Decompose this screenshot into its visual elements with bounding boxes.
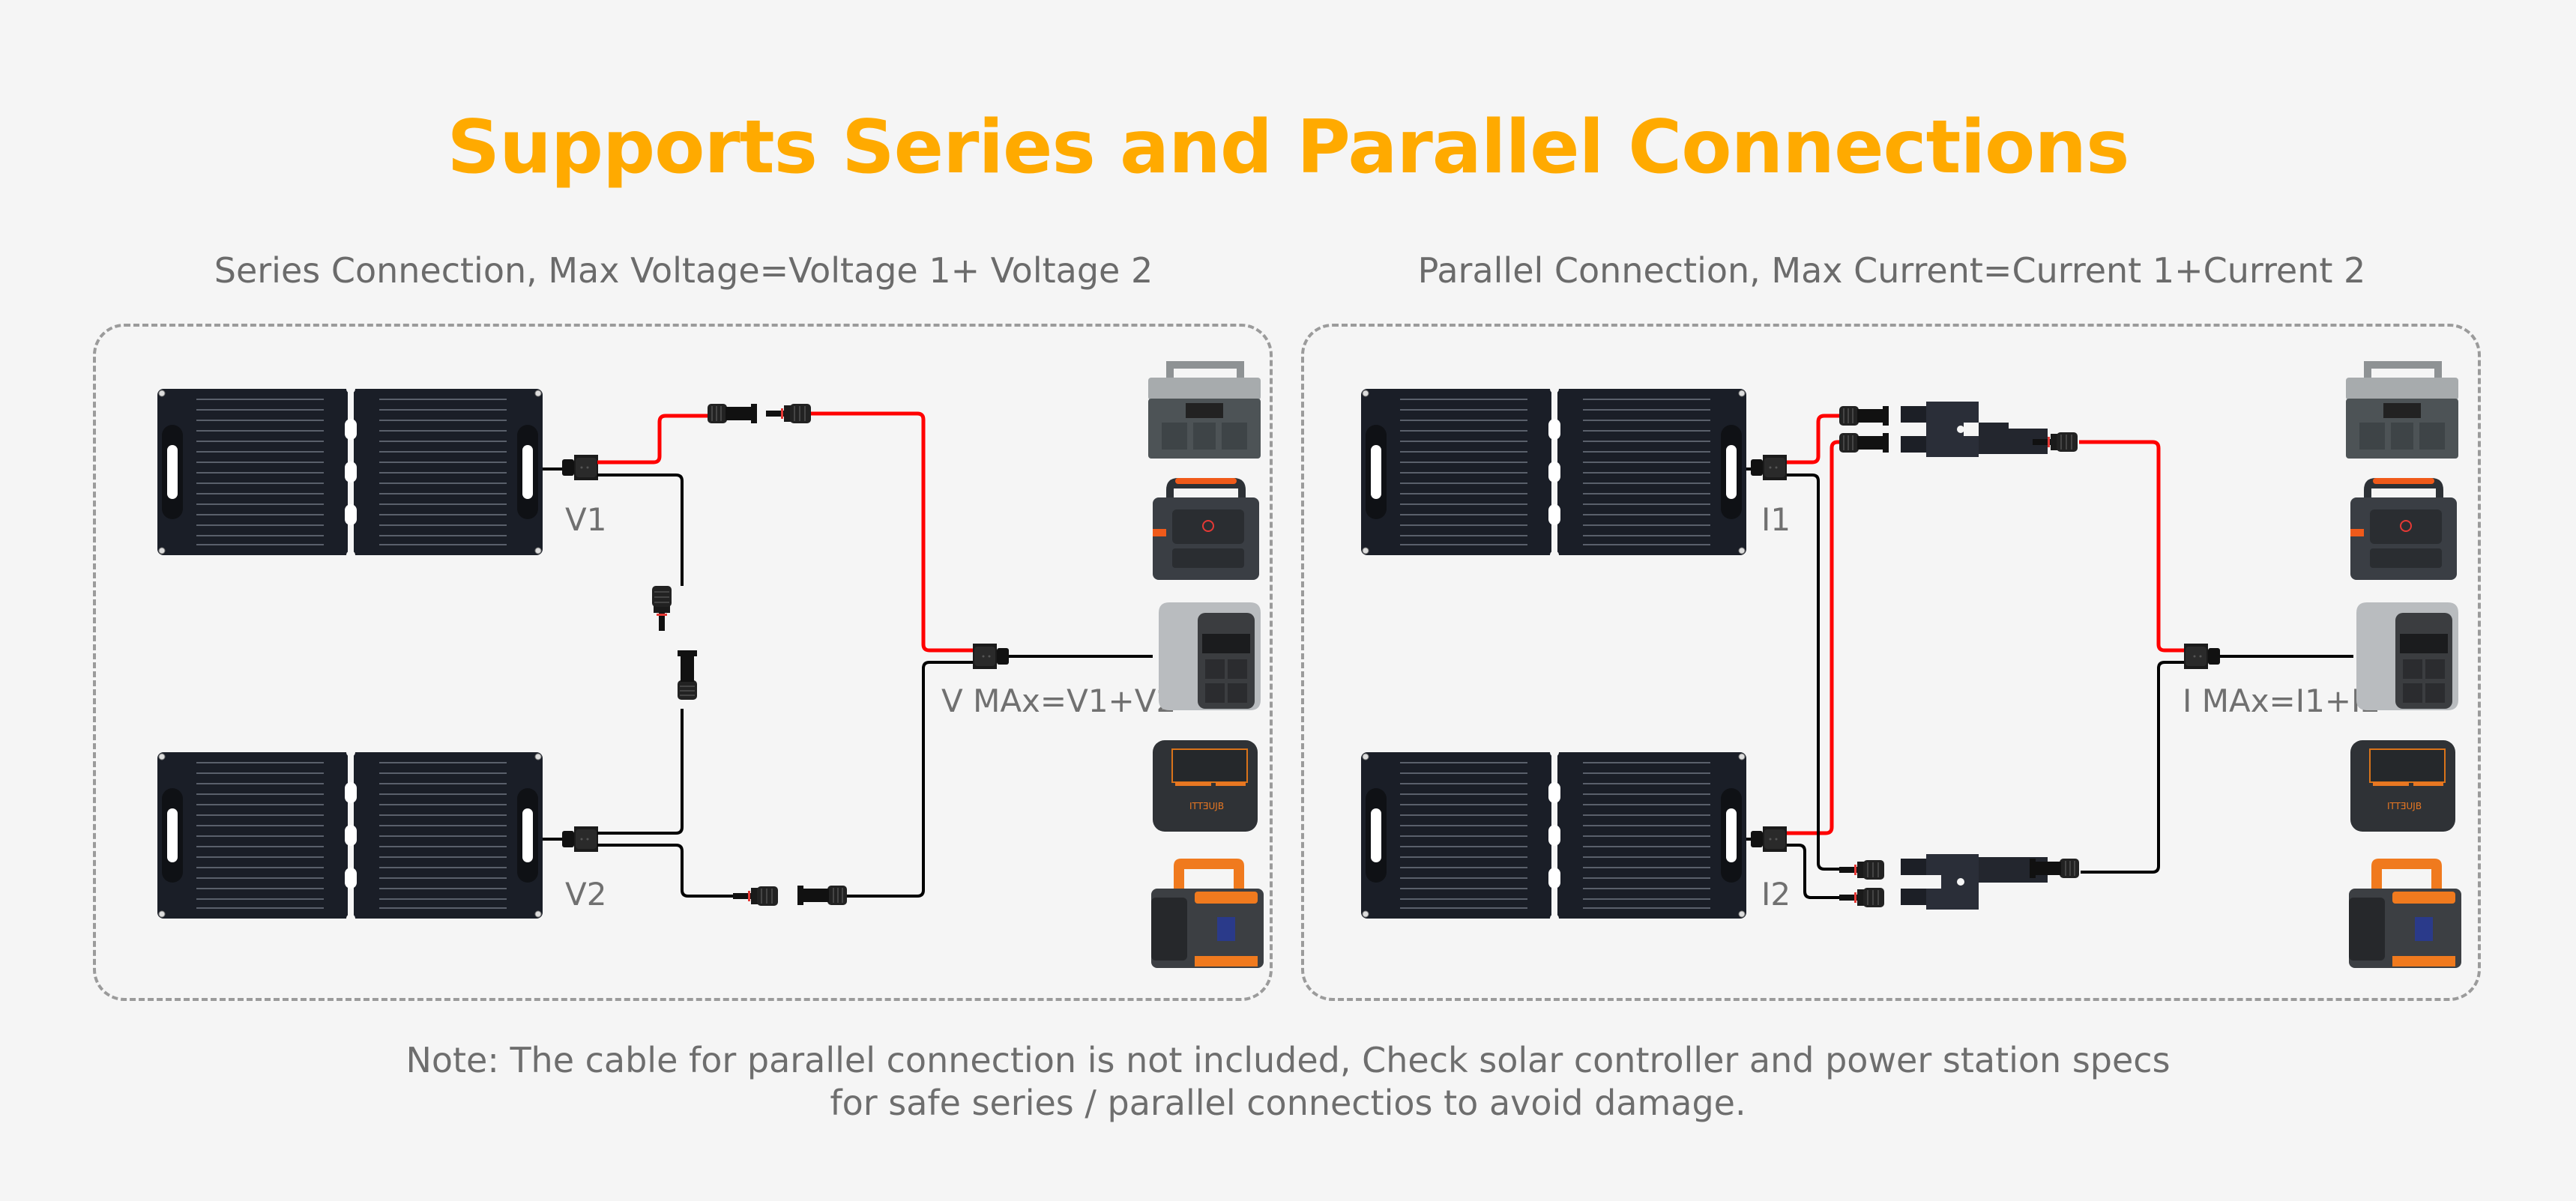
negative-wire [1787, 474, 1839, 871]
negative-wire [597, 844, 733, 898]
junction-box-icon [562, 826, 598, 852]
output-junction-icon [973, 644, 1009, 669]
y-branch-connector-negative-icon [1901, 854, 2048, 910]
power-station-gray-icon [2346, 361, 2458, 459]
junction-box-icon [1751, 455, 1787, 480]
mc4-male-connector-icon [1839, 859, 1885, 880]
power-station-dark-orange-handle-icon [1152, 477, 1260, 581]
mc4-female-connector-icon [1839, 405, 1889, 426]
power-station-silver-icon [1159, 602, 1261, 710]
negative-wire [847, 661, 973, 898]
positive-wire [2079, 440, 2184, 653]
parallel-heading: Parallel Connection, Max Current=Current… [1417, 250, 2366, 291]
panel-1-current-label: I1 [1761, 501, 1791, 538]
power-station-silver-icon [2356, 602, 2458, 710]
parallel-diagram: I1 I2 I MAx=I1+I2 [1360, 361, 2461, 968]
positive-wire [811, 411, 973, 653]
disclaimer-note-line-2: for safe series / parallel connectios to… [830, 1083, 1746, 1123]
junction-box-icon [1751, 826, 1787, 852]
power-station-bluetti-icon [1152, 739, 1258, 832]
max-voltage-label: V MAx=V1+V2 [941, 683, 1176, 719]
panel-1-voltage-label: V1 [565, 501, 606, 538]
solar-panel-2 [1360, 747, 1747, 924]
series-diagram-frame [93, 324, 1273, 1001]
power-station-dark-orange-handle-icon [2350, 477, 2458, 581]
power-station-gray-icon [1148, 361, 1261, 459]
positive-wire [1787, 414, 1839, 465]
series-heading: Series Connection, Max Voltage=Voltage 1… [214, 250, 1153, 291]
negative-wire [597, 709, 684, 835]
series-diagram: V1 V2 V MAx=V1+V2 [157, 361, 1264, 968]
mc4-female-connector-icon [797, 885, 848, 906]
disclaimer-note-line-1: Note: The cable for parallel connection … [405, 1040, 2171, 1080]
solar-panel-2 [157, 747, 543, 924]
mc4-female-connector-icon [707, 403, 758, 424]
power-station-orange-handle-icon [1151, 859, 1264, 968]
mc4-female-connector-icon [677, 650, 698, 701]
mc4-female-connector-icon [1839, 432, 1889, 453]
panel-2-current-label: I2 [1761, 876, 1791, 913]
mc4-male-connector-icon [1839, 887, 1885, 908]
negative-wire [2081, 661, 2184, 874]
negative-wire [597, 474, 684, 586]
y-branch-connector-positive-icon [1901, 402, 2048, 457]
page-title: Supports Series and Parallel Connections [447, 105, 2129, 190]
solar-panel-1 [157, 384, 543, 560]
positive-wire [597, 414, 708, 465]
parallel-diagram-frame [1301, 324, 2481, 1001]
positive-wire [1787, 440, 1839, 835]
mc4-male-connector-icon [765, 403, 812, 424]
solar-panel-1 [1360, 384, 1747, 560]
junction-box-icon [562, 455, 598, 480]
mc4-male-connector-icon [651, 585, 672, 632]
power-station-orange-handle-icon [2349, 859, 2461, 968]
output-junction-icon [2184, 644, 2220, 669]
power-station-bluetti-icon [2350, 739, 2456, 832]
negative-wire [1787, 844, 1839, 899]
panel-2-voltage-label: V2 [565, 876, 606, 913]
mc4-male-connector-icon [732, 886, 779, 907]
max-current-label: I MAx=I1+I2 [2183, 683, 2380, 719]
